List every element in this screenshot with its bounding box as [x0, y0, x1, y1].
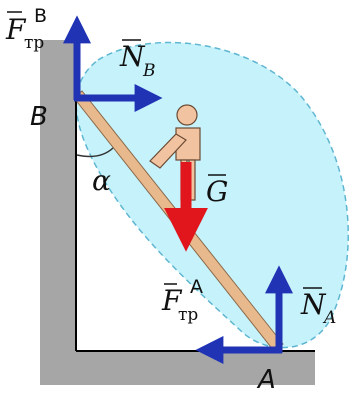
label-normal-a-letter: N	[300, 288, 327, 321]
label-normal-a: N A	[300, 287, 336, 328]
label-friction-b-letter: F	[5, 13, 27, 46]
label-normal-b: N B	[119, 39, 156, 81]
person-figure	[149, 104, 201, 201]
label-normal-b-letter: N	[119, 40, 146, 73]
label-friction-a: F тр A	[161, 276, 203, 325]
label-point-b: B	[30, 102, 48, 132]
label-weight: G	[206, 174, 228, 208]
label-friction-b: F тр B	[5, 5, 47, 53]
label-angle-alpha: α	[92, 164, 111, 197]
person-arm	[149, 133, 187, 169]
wall	[40, 40, 76, 385]
floor	[40, 351, 315, 385]
label-normal-b-sub: B	[142, 61, 156, 81]
label-friction-a-letter: F	[161, 284, 183, 317]
label-friction-b-sup: B	[34, 5, 47, 27]
label-friction-a-sub: тр	[178, 305, 198, 325]
label-normal-a-sub: A	[322, 308, 336, 328]
label-point-a: A	[256, 365, 276, 395]
angle-alpha-arc	[76, 147, 114, 158]
label-friction-b-sub: тр	[24, 33, 44, 53]
person-head	[176, 104, 198, 126]
label-friction-a-sup: A	[190, 276, 203, 298]
label-weight-letter: G	[206, 175, 228, 208]
